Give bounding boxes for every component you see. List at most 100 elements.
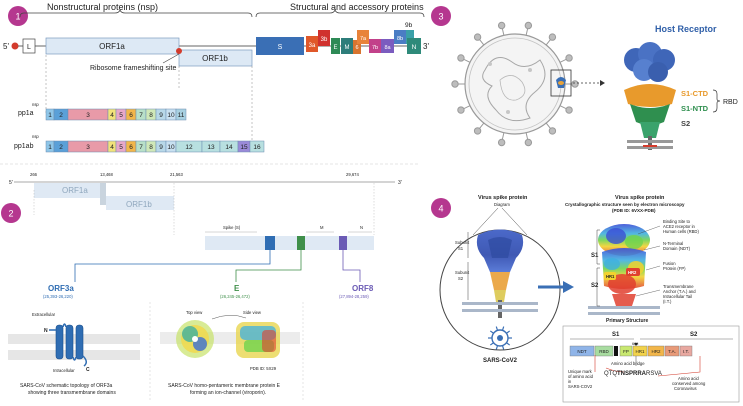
nsp-label: 8 [149, 144, 153, 151]
n-region [347, 236, 374, 250]
ann-ta-3: Intracellular Tail [663, 294, 692, 299]
ann-rbd-3: Human cells (RBD) [663, 229, 699, 234]
extracellular-label: Extracellular [32, 312, 56, 317]
nsp-label: 2 [59, 144, 63, 151]
pp1ab-label: pp1ab [14, 143, 34, 150]
nsp-label: 2 [59, 112, 63, 119]
s1ntd-label: S1-NTD [681, 104, 709, 113]
nsp-label: 15 [240, 144, 248, 151]
ann-rbd-1: Binding Site to [663, 219, 691, 224]
left-spike-sub: Diagram [494, 202, 510, 207]
orf1b-label: ORF1b [202, 54, 228, 63]
ps-segment [632, 345, 648, 357]
zoom-spike-core [558, 81, 564, 85]
intracellular-label: Intracellular [53, 368, 75, 373]
ps-segment-label: HR2 [651, 349, 660, 354]
badge-3-text: 3 [438, 12, 443, 22]
cap-dot [11, 42, 19, 50]
orf3a-helices [49, 323, 87, 367]
zoom-arrowhead [600, 80, 605, 86]
unique-4: SARS-COV2 [568, 384, 593, 389]
panel-2-orfs: 2 5' 3' 266 13,468 21,563 29,674 ORF1a O… [1, 172, 402, 400]
bridge-title: Amino acid bridge [611, 361, 645, 366]
lens-line-right [501, 207, 528, 236]
gene-3a [306, 36, 318, 52]
panel-4-spike: 4 Virus spike protein Diagram Subunit S1… [431, 195, 740, 403]
ace2-receptor [624, 42, 675, 82]
badge-1 [8, 6, 28, 26]
subunit-s2-b: S2 [458, 276, 464, 281]
genome2-5prime: 5' [9, 180, 13, 186]
unique-3: in [568, 379, 572, 384]
ann-ntd-1: N-Terminal [663, 241, 683, 246]
ps-segment [647, 345, 665, 357]
pp1a-nsp-tag: nsp [32, 102, 39, 107]
ps-s2-label: S2 [690, 332, 698, 338]
conserved-1: Amino acid [678, 376, 699, 381]
rbd-label: RBD [723, 99, 738, 106]
orf1b-box [178, 49, 253, 67]
nsp-label: 4 [110, 112, 114, 119]
nsp-label: 10 [167, 112, 175, 119]
gene-s [256, 37, 304, 55]
nsp-header: Nonstructural proteins (nsp) [47, 2, 158, 12]
orf8-range: (27,894-28,259) [339, 294, 369, 299]
nsp-label: 8 [149, 112, 153, 119]
subunit-s2-a: Subunit [455, 270, 470, 275]
c-terminus: C [86, 367, 90, 373]
panel-3-virion: 3 Host Receptor [431, 6, 738, 150]
orf8-title: ORF8 [352, 284, 374, 293]
conserved-3: Coronavirus [674, 386, 697, 391]
conserved-2: conserved among [672, 381, 706, 386]
nsp-brace [19, 8, 253, 18]
gene-3b-label: 3b [321, 37, 328, 43]
ps-segment-label: NDT [577, 349, 586, 354]
bridge-sequence: QTQTNSPRRARSVA [604, 371, 662, 377]
top-view-label: Top view [186, 310, 203, 315]
ps-segment [594, 345, 614, 357]
m-region-label: M [320, 225, 324, 230]
orf1a-box [45, 37, 180, 55]
gene-3b [318, 30, 330, 46]
nsp-label: 11 [178, 112, 185, 119]
orf3a-caption-2: showing three transmembrane domains [28, 390, 116, 396]
crystal-structure [588, 224, 660, 315]
s2-struct-label: S2 [591, 283, 599, 289]
subunit-s1-b: S1 [458, 246, 464, 251]
gene-8b-label: 8b [397, 36, 403, 42]
badge-4-text: 4 [438, 204, 443, 214]
ps-segment [569, 345, 595, 357]
orf3a-range: (25,393-26,220) [43, 294, 73, 299]
host-receptor-title: Host Receptor [655, 24, 717, 34]
left-spike-title: Virus spike protein [478, 195, 528, 201]
pp1ab-nsp-tag: nsp [32, 134, 39, 139]
conserved-pointer [657, 356, 701, 377]
orf3a-caption-1: SARS-CoV schematic topology of ORF3a [20, 383, 112, 389]
orf1-overlap [100, 183, 106, 205]
nsp-label: 6 [129, 144, 133, 151]
gene-7b [369, 39, 381, 53]
ps-segment-label: FP [623, 349, 629, 354]
gene-e [331, 38, 340, 54]
nsp-label: 3 [86, 144, 90, 151]
subunit-s1-a: Subunit [455, 240, 470, 245]
right-spike-sub-2: (PDB ID: 6VXX-PDB) [612, 208, 656, 213]
orf1a-region [34, 183, 106, 198]
unique-2: of amino acid [568, 374, 594, 379]
nsp-label: 9 [159, 112, 163, 119]
e-title: E [234, 284, 240, 293]
spike-structure [624, 84, 676, 150]
gene-n-label: N [412, 44, 417, 51]
leader-box [22, 38, 36, 54]
ps-segment-label: T.A. [668, 349, 676, 354]
e-top-view [176, 320, 214, 358]
nsp-label: 7 [139, 144, 143, 151]
ann-ta-4: (I.T.) [663, 299, 672, 304]
right-spike-sub-1: Crystallographic structure seen by elect… [565, 202, 685, 207]
ps-segment-label: I.T. [683, 349, 689, 354]
gene-6 [353, 40, 361, 54]
ann-fp-2: Protein (FP) [663, 266, 686, 271]
orf3a-title: ORF3a [48, 284, 74, 293]
